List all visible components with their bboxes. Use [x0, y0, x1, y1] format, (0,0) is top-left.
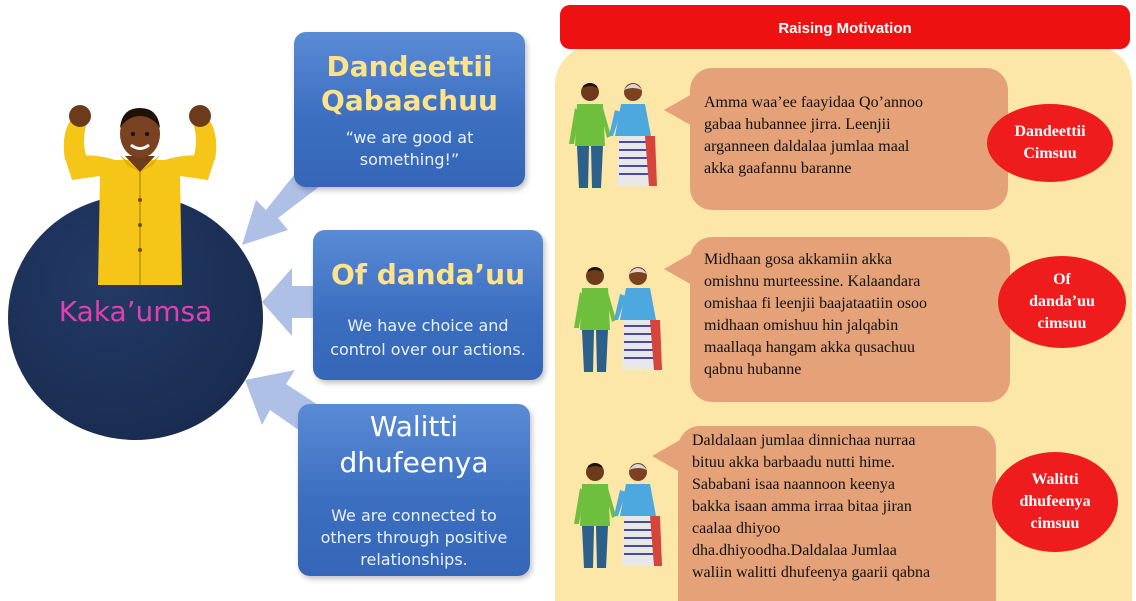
bubble-3-line: caalaa dhiyoo	[692, 520, 781, 537]
bubble-2-line: omishnu murteessine. Kalaandara	[704, 273, 921, 290]
box-autonomy: Of danda’uu We have choice and control o…	[313, 230, 543, 380]
box-relationship-sub-3: relationships.	[360, 550, 468, 569]
oval-3-line: cimsuu	[1030, 515, 1080, 532]
panel-banner: Raising Motivation	[560, 5, 1130, 49]
oval-1-line: Dandeettii	[1014, 123, 1086, 140]
bubble-3-line: Daldalaan jumlaa dinnichaa nurraa	[692, 432, 916, 449]
bubble-3-line: waliin walitti dhufeenya gaarii qabna	[692, 564, 931, 581]
oval-2-line: cimsuu	[1037, 315, 1087, 332]
box-relationship-title-2: dhufeenya	[339, 446, 489, 479]
couple-illustration	[574, 267, 662, 372]
speech-bubble-3: Daldalaan jumlaa dinnichaa nurraa bituu …	[652, 426, 996, 601]
box-relationship-title-1: Walitti	[369, 410, 459, 443]
box-relationship-sub-2: others through positive	[320, 528, 508, 547]
center-label: Kaka’umsa	[58, 295, 213, 328]
bubble-2-line: maallaqa hangam akka qusachuu	[704, 339, 916, 356]
bubble-2-line: qabnu hubanne	[704, 361, 802, 378]
couple-illustration	[569, 83, 657, 188]
bubble-1-line: gabaa hubannee jirra. Leenjii	[704, 116, 891, 133]
bubble-2-line: omishaa fi leenjii baajataatiin osoo	[704, 295, 928, 312]
arrow-2	[262, 268, 322, 336]
strong-man-figure	[63, 105, 217, 285]
oval-label-2: Of danda’uu cimsuu	[998, 256, 1126, 348]
oval-3-line: Walitti	[1031, 471, 1079, 488]
box-ability-sub-2: something!”	[359, 150, 460, 169]
oval-3-line: dhufeenya	[1019, 493, 1091, 510]
box-relationship-sub-1: We are connected to	[331, 506, 497, 525]
box-ability: Dandeettii Qabaachuu “we are good at som…	[294, 32, 525, 187]
bubble-3-line: dha.dhiyoodha.Daldalaa Jumlaa	[692, 542, 897, 559]
box-autonomy-title: Of danda’uu	[330, 258, 526, 291]
oval-2-line: danda’uu	[1029, 293, 1095, 310]
box-ability-title-1: Dandeettii	[326, 50, 493, 83]
couple-illustration	[574, 463, 662, 568]
bubble-3-line: bakka isaan amma irraa bitaa jiran	[692, 498, 912, 515]
box-relationship: Walitti dhufeenya We are connected to ot…	[298, 404, 530, 576]
bubble-2-line: midhaan omishuu hin jalqabin	[704, 317, 899, 334]
bubble-3-line: Sababani isaa naannoon keenya	[692, 476, 896, 493]
speech-bubble-2: Midhaan gosa akkamiin akka omishnu murte…	[664, 237, 1010, 402]
box-autonomy-sub-1: We have choice and	[347, 316, 509, 335]
oval-label-1: Dandeettii Cimsuu	[987, 104, 1113, 182]
bubble-3-line: bituu akka barbaadu nutti hime.	[692, 454, 896, 471]
box-ability-title-2: Qabaachuu	[321, 84, 498, 117]
box-autonomy-sub-2: control over our actions.	[330, 340, 526, 359]
bubble-2-line: Midhaan gosa akkamiin akka	[704, 251, 892, 268]
bubble-1-line: Amma waa’ee faayidaa Qo’annoo	[704, 94, 923, 111]
bubble-1-line: akka gaafannu baranne	[704, 160, 852, 177]
oval-1-line: Cimsuu	[1023, 145, 1077, 162]
oval-2-line: Of	[1053, 271, 1071, 288]
bubble-1-line: arganneen daldalaa jumlaa maal	[704, 138, 910, 155]
oval-label-3: Walitti dhufeenya cimsuu	[992, 452, 1118, 552]
box-ability-sub-1: “we are good at	[345, 128, 474, 147]
speech-bubble-1: Amma waa’ee faayidaa Qo’annoo gabaa huba…	[664, 68, 1008, 210]
